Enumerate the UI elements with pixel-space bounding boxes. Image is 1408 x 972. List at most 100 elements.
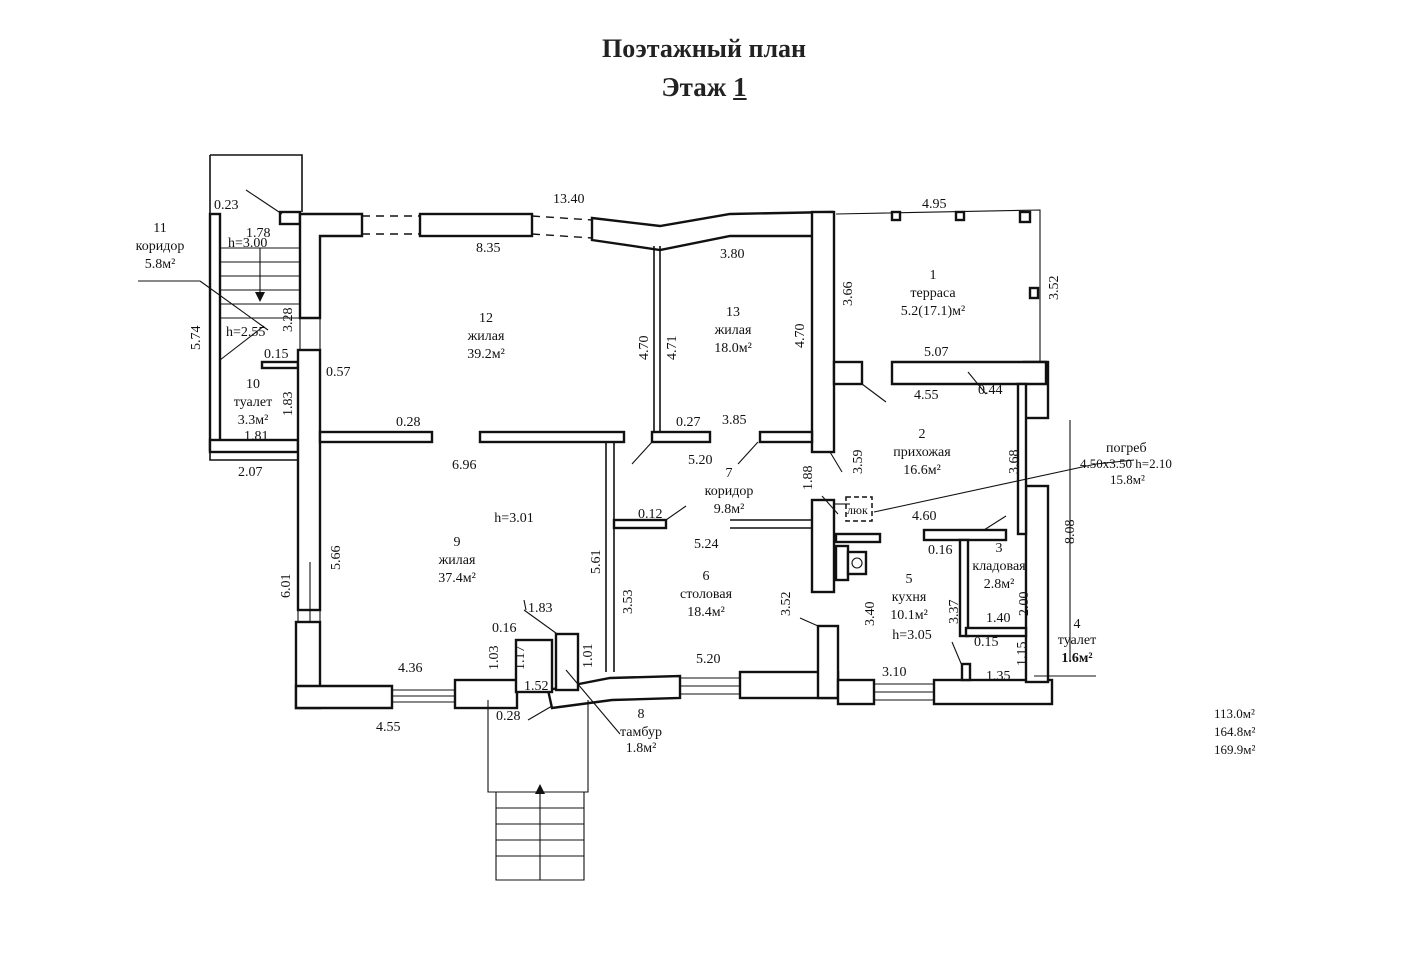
room-7-name: коридор <box>705 484 754 499</box>
dim: 3.59 <box>851 450 866 475</box>
dim: 2.07 <box>238 465 263 480</box>
room-9-height: h=3.01 <box>494 511 533 526</box>
dim: 5.07 <box>924 345 949 360</box>
room-10-name: туалет <box>234 395 272 410</box>
dim: 1.81 <box>244 429 269 444</box>
room-7-number: 7 <box>726 466 733 481</box>
stove-burner-icon <box>851 557 863 569</box>
dim: 1.83 <box>281 392 296 417</box>
room-1-area: 5.2(17.1)м² <box>901 304 965 319</box>
room-6-area: 18.4м² <box>687 605 725 620</box>
top-windows <box>362 215 593 239</box>
dim: 1.78 <box>246 226 271 241</box>
dim: 3.10 <box>882 665 907 680</box>
dim: 1.40 <box>986 611 1011 626</box>
annex-outer-wall <box>208 212 222 452</box>
floor-number: 1 <box>733 72 747 102</box>
floor-word: Этаж <box>661 72 727 102</box>
room-4-area: 1.6м² <box>1061 651 1092 666</box>
room-9-area: 37.4м² <box>438 571 476 586</box>
dim: 1.01 <box>581 644 596 669</box>
room-8-number: 8 <box>638 707 645 722</box>
partitions <box>318 246 1028 682</box>
height-corridor-lower: h=2.55 <box>226 325 265 340</box>
room-2-number: 2 <box>919 427 926 442</box>
cellar-name: погреб <box>1106 441 1147 456</box>
room-11-area: 5.8м² <box>145 257 176 272</box>
room-4-number: 4 <box>1074 617 1081 632</box>
room-4-name: туалет <box>1058 633 1096 648</box>
entry-arrow-head <box>535 784 545 794</box>
room-13-area: 18.0м² <box>714 341 752 356</box>
room-3-name: кладовая <box>972 559 1026 574</box>
dim: 0.57 <box>326 365 351 380</box>
plan-title: Поэтажный план <box>601 34 807 63</box>
dim: 5.20 <box>696 652 721 667</box>
room-11-number: 11 <box>153 221 166 236</box>
dim: 4.55 <box>914 388 939 403</box>
dim: 3.52 <box>779 592 794 617</box>
dim: 8.35 <box>476 241 501 256</box>
total-area: 164.8м² <box>1214 724 1255 739</box>
dim: 3.85 <box>722 413 747 428</box>
dim: 3.66 <box>841 282 856 307</box>
room-2-name: прихожая <box>893 445 951 460</box>
dim: 0.16 <box>928 543 953 558</box>
room-1-name: терраса <box>910 286 956 301</box>
terrace <box>835 209 1041 362</box>
room-5-name: кухня <box>892 590 927 605</box>
dim: 0.16 <box>492 621 517 636</box>
room-1-number: 1 <box>930 268 937 283</box>
dim: 1.83 <box>528 601 553 616</box>
outer-walls <box>294 210 1054 710</box>
room-6-name: столовая <box>680 587 733 602</box>
dimension-lines <box>1034 420 1096 677</box>
dim: 3.37 <box>947 600 962 625</box>
dim: 6.96 <box>452 458 477 473</box>
dim: 4.60 <box>912 509 937 524</box>
dim: 3.52 <box>1047 276 1062 301</box>
cellar-leader <box>873 463 1097 513</box>
dim: 5.74 <box>189 326 204 351</box>
room-3-number: 3 <box>996 541 1003 556</box>
room-labels: 1 терраса 5.2(17.1)м² 2 прихожая 16.6м² … <box>136 221 1172 756</box>
dim: 3.80 <box>720 247 745 262</box>
room-8-area: 1.8м² <box>626 741 657 756</box>
dim: 0.28 <box>396 415 421 430</box>
cellar-size: 4.50x3.50 h=2.10 <box>1080 456 1172 471</box>
room-9-name: жилая <box>438 553 476 568</box>
room-2-area: 16.6м² <box>903 463 941 478</box>
dim: 0.23 <box>214 198 239 213</box>
height-corridor-upper: h=3.00 <box>228 236 267 251</box>
dim: 0.15 <box>264 347 289 362</box>
dim: 4.55 <box>376 720 401 735</box>
bottom-windows <box>297 318 934 703</box>
cellar-hatch <box>845 496 873 522</box>
dim: 0.44 <box>978 383 1003 398</box>
room-12-area: 39.2м² <box>467 347 505 362</box>
dim: 13.40 <box>553 192 585 207</box>
room-12-number: 12 <box>479 311 493 326</box>
dim: 4.71 <box>665 336 680 361</box>
dim: 5.24 <box>694 537 719 552</box>
stove <box>846 550 868 576</box>
stair-arrow-head <box>255 292 265 302</box>
room-6-number: 6 <box>703 569 710 584</box>
dim: 3.53 <box>621 590 636 615</box>
room-5-area: 10.1м² <box>890 608 928 623</box>
dim: 8.08 <box>1063 520 1078 545</box>
room-9-number: 9 <box>454 535 461 550</box>
dimension-labels: 13.40 8.35 3.80 4.95 5.07 4.55 0.44 0.23… <box>189 192 1078 735</box>
dim: 5.61 <box>589 550 604 575</box>
room-3-area: 2.8м² <box>984 577 1015 592</box>
room-12-name: жилая <box>467 329 505 344</box>
room-10-area: 3.3м² <box>238 413 269 428</box>
dim: 4.95 <box>922 197 947 212</box>
dim: 1.88 <box>801 466 816 491</box>
dim: 1.35 <box>986 669 1011 684</box>
dim: 6.01 <box>279 574 294 599</box>
dim: 1.52 <box>524 679 549 694</box>
dim: 4.70 <box>637 336 652 361</box>
dim: 1.15 <box>1015 642 1030 667</box>
